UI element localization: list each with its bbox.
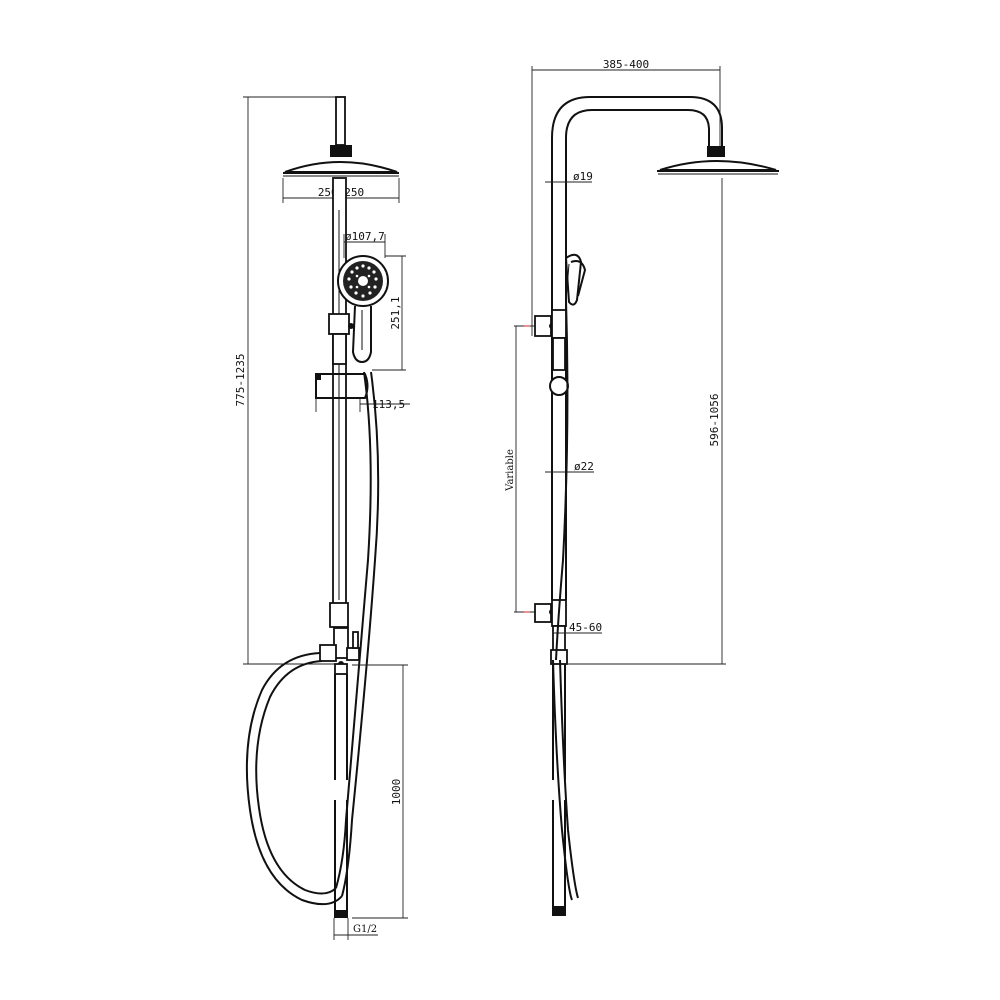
- hand-shower-front: [337, 255, 389, 364]
- upper-clamp: [328, 313, 354, 365]
- side-holder-knob: [549, 376, 569, 396]
- front-lower-pipe: [334, 674, 348, 918]
- handset-height-dimension: 251,1: [372, 255, 406, 371]
- front-hose: [245, 371, 380, 906]
- handset-height-label: 251,1: [389, 296, 402, 329]
- arm-reach-label: 385-400: [603, 58, 649, 71]
- thread-dimension: G1/2: [333, 918, 378, 940]
- riser-top-diameter-dimension: ø19: [545, 170, 593, 183]
- thread-label: G1/2: [353, 924, 377, 935]
- inlet-height-dimension: 596-1056: [566, 178, 726, 665]
- bracket-spacing-label: 45-60: [569, 621, 602, 634]
- side-view: 385-400 ø19: [505, 58, 779, 916]
- overall-height-label: 775-1235: [234, 354, 247, 407]
- riser-diameter-dimension: ø22: [545, 460, 594, 473]
- arm-reach-dimension: 385-400: [531, 58, 721, 336]
- handset-diameter-dimension: ø107,7: [343, 230, 386, 258]
- holder-offset-dimension: 113,5: [315, 398, 410, 412]
- side-lower-bracket: [534, 599, 568, 665]
- holder-offset-label: 113,5: [372, 398, 405, 411]
- side-upper-clamp: [534, 309, 567, 371]
- side-overhead-head: [657, 146, 779, 175]
- hand-shower-side: [564, 253, 587, 306]
- front-view: 775-1235 250*250 ø107,7: [234, 96, 410, 940]
- front-overhead-head: [283, 96, 399, 177]
- inlet-height-label: 596-1056: [708, 394, 721, 447]
- variable-label: Variable: [505, 449, 516, 492]
- gooseneck-arm: [551, 96, 723, 600]
- front-riser-pipe: [329, 177, 349, 628]
- handset-diameter-label: ø107,7: [345, 230, 385, 243]
- front-diverter: [319, 627, 360, 675]
- bracket-spacing-dimension: 45-60: [553, 621, 602, 634]
- side-hose: [552, 299, 579, 901]
- variable-dimension: Variable: [505, 325, 535, 613]
- hose-length-dimension: 1000: [352, 664, 408, 919]
- hose-length-label: 1000: [390, 779, 403, 806]
- riser-diameter-label: ø22: [574, 460, 594, 473]
- overall-height-dimension: 775-1235: [234, 96, 343, 665]
- riser-top-diameter-label: ø19: [573, 170, 593, 183]
